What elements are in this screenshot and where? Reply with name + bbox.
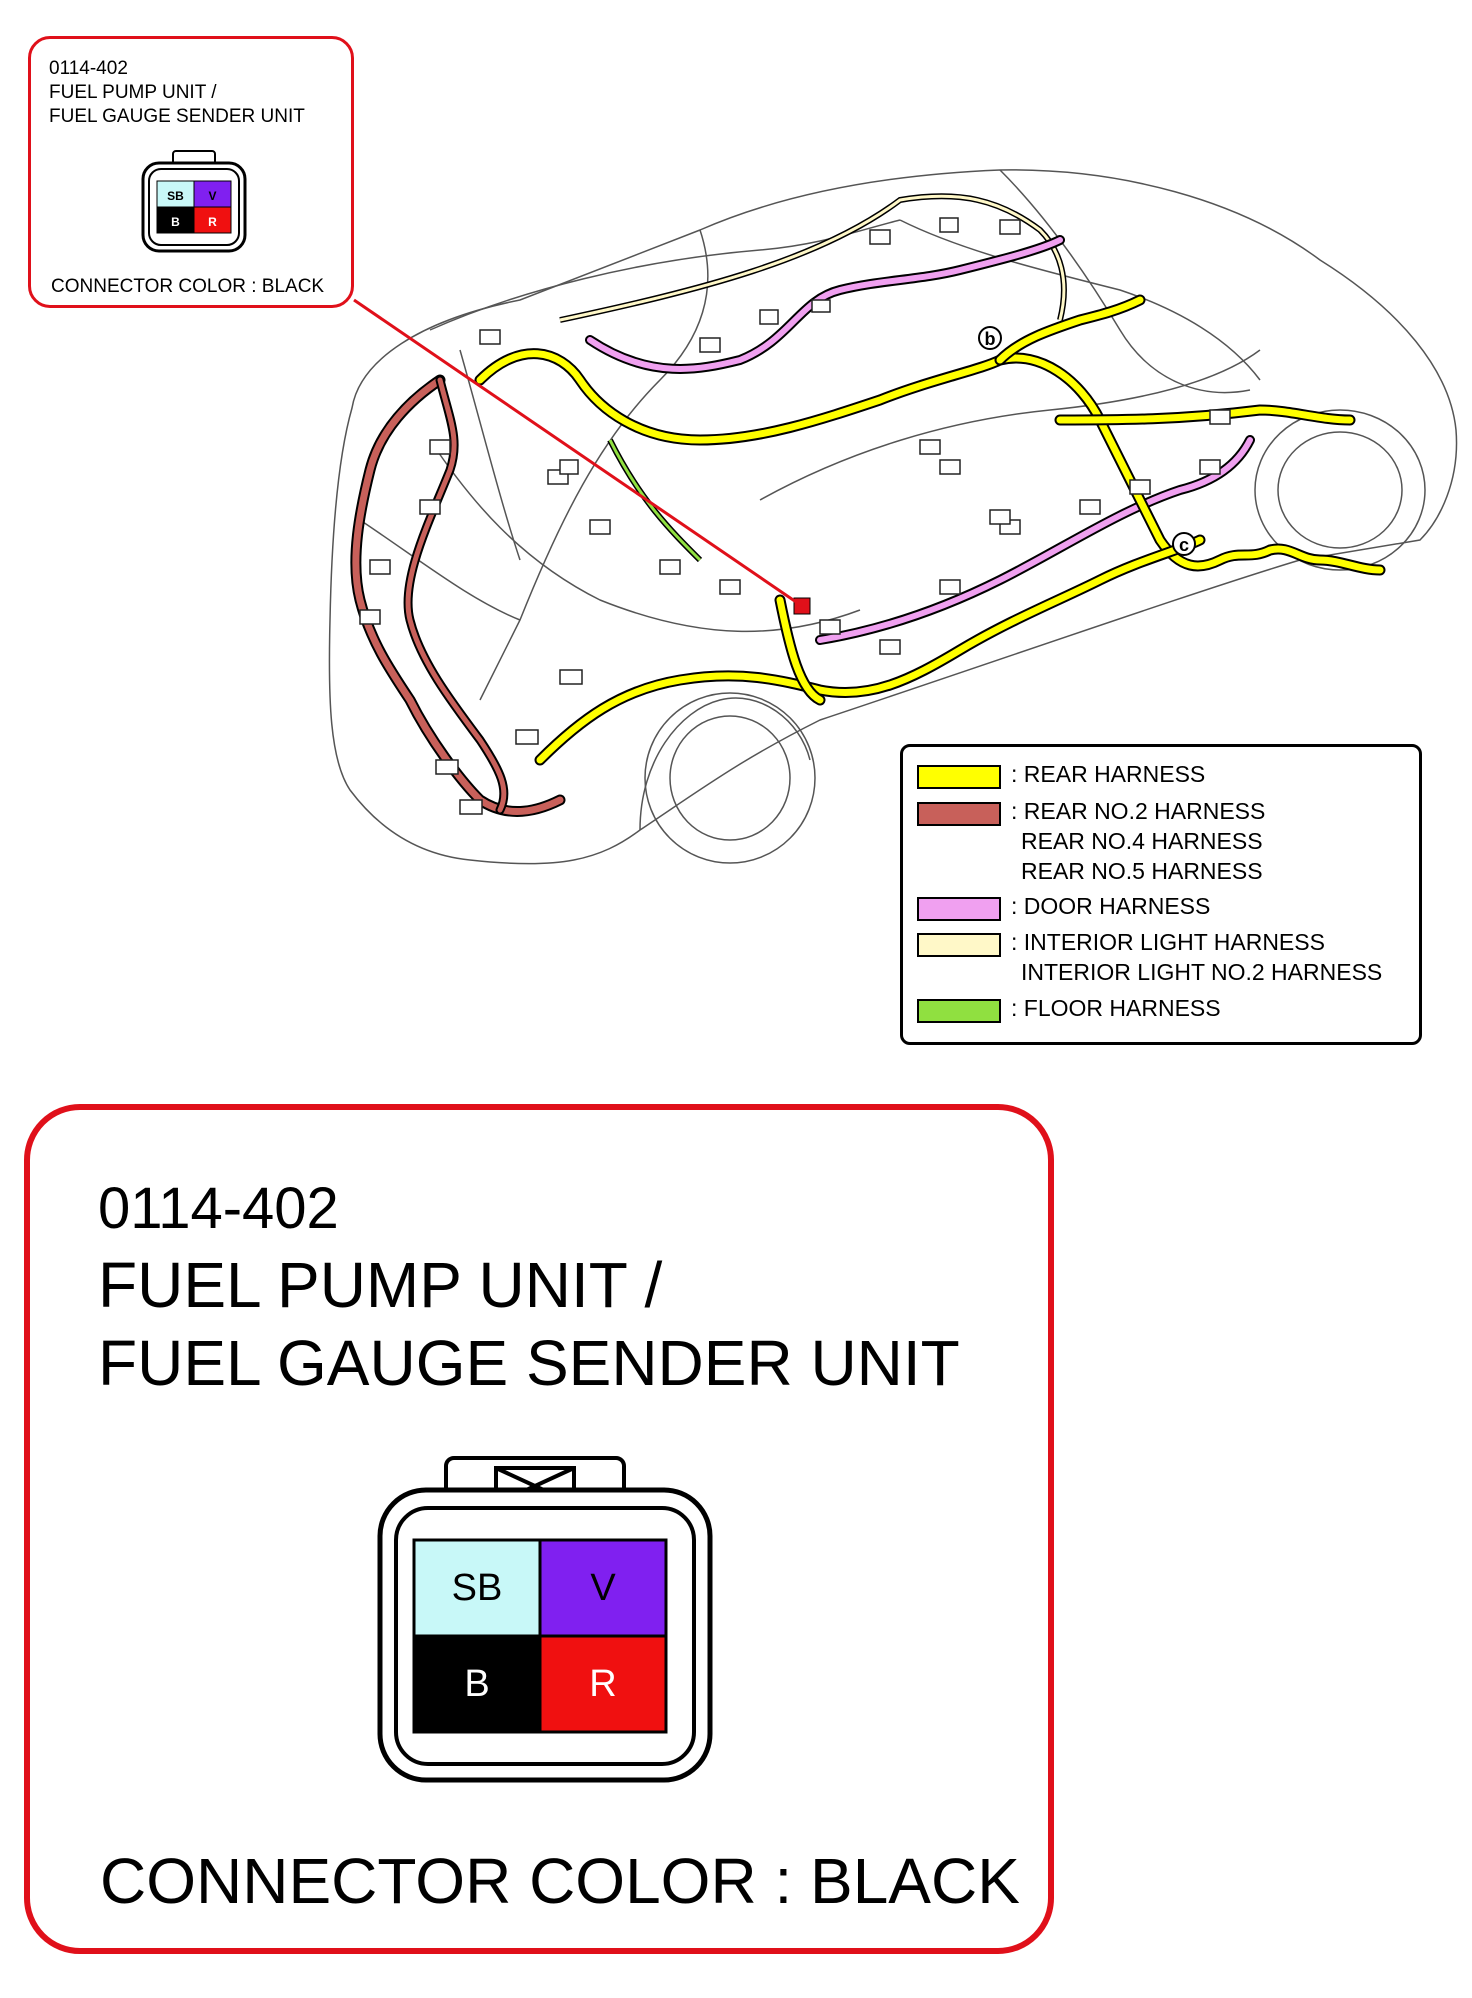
large-callout-connector-color: CONNECTOR COLOR : BLACK [100, 1845, 1020, 1917]
small-pin-v: V [208, 189, 217, 203]
small-connector-callout: 0114-402 FUEL PUMP UNIT / FUEL GAUGE SEN… [28, 36, 354, 308]
marker-c-circle [1172, 532, 1196, 556]
large-connector-icon [377, 1456, 713, 1783]
large-connector-callout: 0114-402 FUEL PUMP UNIT / FUEL GAUGE SEN… [24, 1104, 1054, 1954]
legend-label-rear-no4: REAR NO.4 HARNESS [1021, 828, 1263, 854]
large-callout-line1: FUEL PUMP UNIT / [98, 1249, 663, 1321]
callout-pointer-line [353, 298, 803, 608]
connector-boxes [359, 217, 1231, 815]
legend-swatch-floor [917, 999, 1001, 1023]
door-harness [585, 235, 1255, 645]
rear-no2-harness [350, 374, 566, 818]
small-pin-b: B [171, 215, 180, 229]
large-pin-r: R [589, 1662, 617, 1705]
large-pin-v: V [590, 1566, 616, 1609]
large-callout-code: 0114-402 [98, 1176, 339, 1241]
large-callout-line2: FUEL GAUGE SENDER UNIT [98, 1327, 960, 1399]
interior-light-harness [559, 193, 1067, 323]
rear-harness [474, 294, 1386, 766]
small-pin-r: R [208, 215, 217, 229]
marker-b-circle [978, 326, 1002, 350]
legend-swatch-rear-no2 [917, 802, 1001, 826]
legend-label-door: : DOOR HARNESS [1011, 893, 1211, 919]
legend-label-interior-light-no2: INTERIOR LIGHT NO.2 HARNESS [1021, 959, 1383, 985]
small-connector-icon [141, 150, 247, 253]
small-pin-sb: SB [167, 189, 184, 203]
legend-label-floor: : FLOOR HARNESS [1011, 995, 1221, 1021]
legend-label-interior-light: : INTERIOR LIGHT HARNESS [1011, 929, 1325, 955]
legend-label-rear-no5: REAR NO.5 HARNESS [1021, 858, 1263, 884]
floor-harness [607, 438, 703, 563]
large-pin-b: B [464, 1662, 490, 1705]
large-pin-sb: SB [451, 1566, 503, 1609]
legend-swatch-rear [917, 765, 1001, 789]
marker-b-label: b [985, 329, 996, 349]
legend-swatch-interior-light [917, 933, 1001, 957]
legend-swatch-door [917, 897, 1001, 921]
marker-c-label: c [1179, 535, 1189, 555]
legend-label-rear-no2: : REAR NO.2 HARNESS [1011, 798, 1266, 824]
small-callout-line1: FUEL PUMP UNIT / [49, 82, 217, 103]
harness-legend: : REAR HARNESS : REAR NO.2 HARNESS REAR … [900, 744, 1422, 1045]
legend-label-rear: : REAR HARNESS [1011, 761, 1206, 787]
small-callout-connector-color: CONNECTOR COLOR : BLACK [51, 276, 325, 297]
small-callout-code: 0114-402 [49, 58, 128, 79]
small-callout-line2: FUEL GAUGE SENDER UNIT [49, 106, 305, 127]
